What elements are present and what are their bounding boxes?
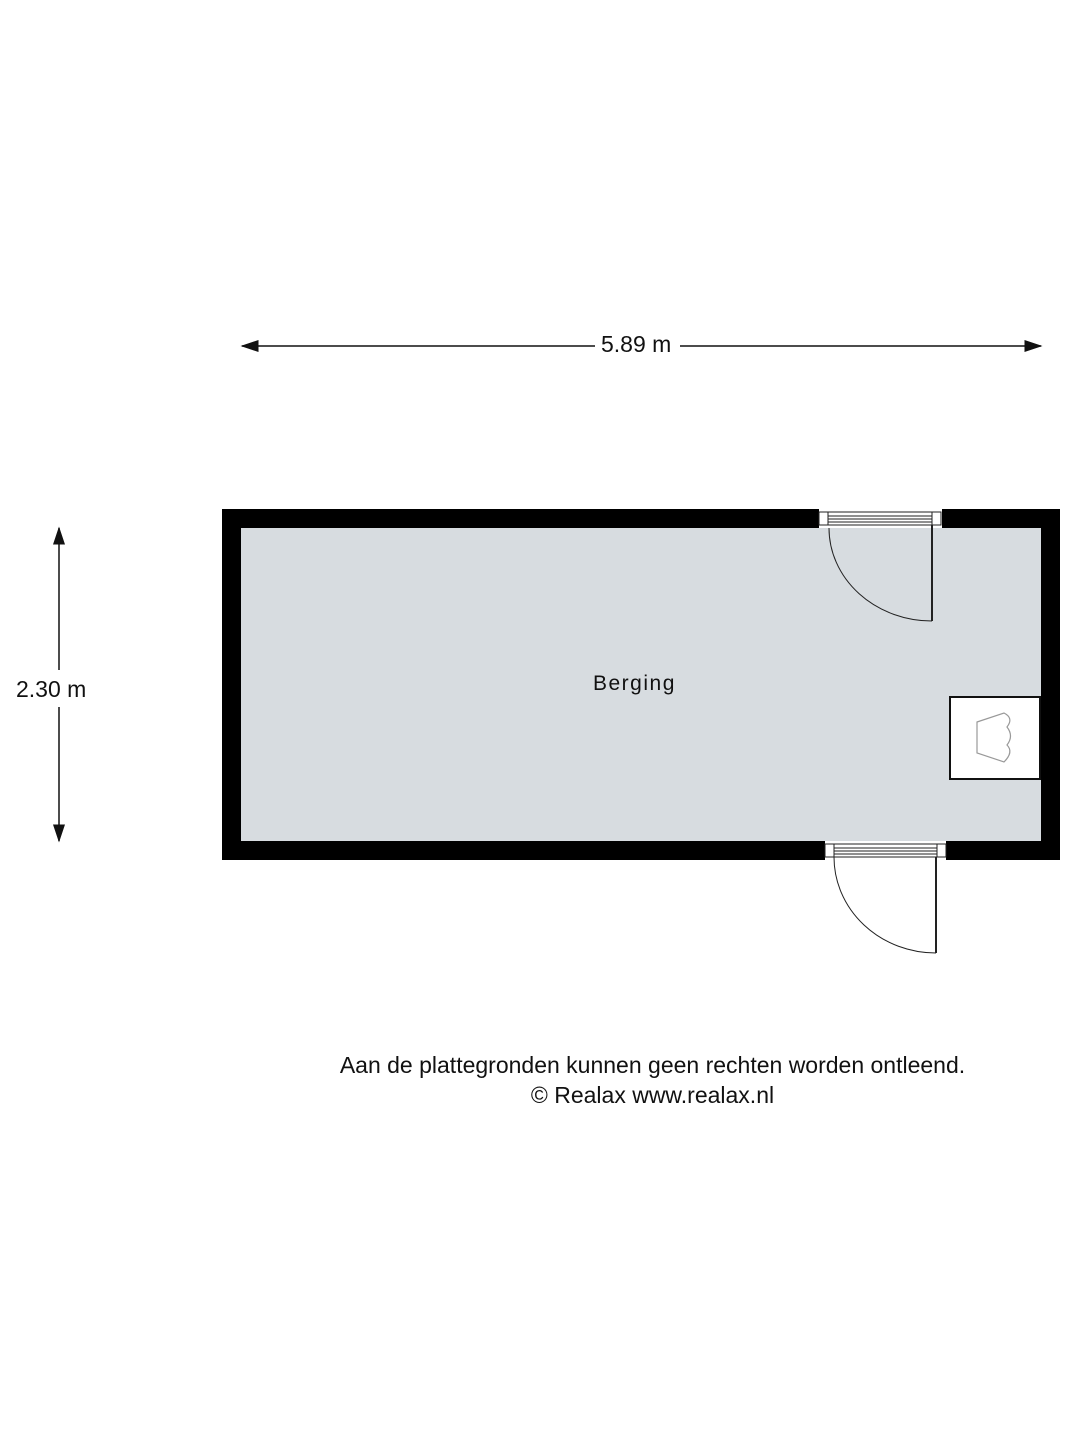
width-dimension-label: 5.89 m [595, 331, 678, 358]
door-bottom [824, 843, 947, 954]
cabinet [949, 696, 1041, 780]
walls [222, 509, 1060, 860]
copyright-text: © Realax www.realax.nl [530, 1082, 775, 1108]
footer: Aan de plattegronden kunnen geen rechten… [0, 1050, 1080, 1110]
door-top [818, 511, 942, 622]
disclaimer-text: Aan de plattegronden kunnen geen rechten… [339, 1052, 966, 1078]
room-label: Berging [593, 672, 676, 695]
room-floor [241, 528, 1041, 841]
height-dimension-label: 2.30 m [16, 672, 87, 707]
